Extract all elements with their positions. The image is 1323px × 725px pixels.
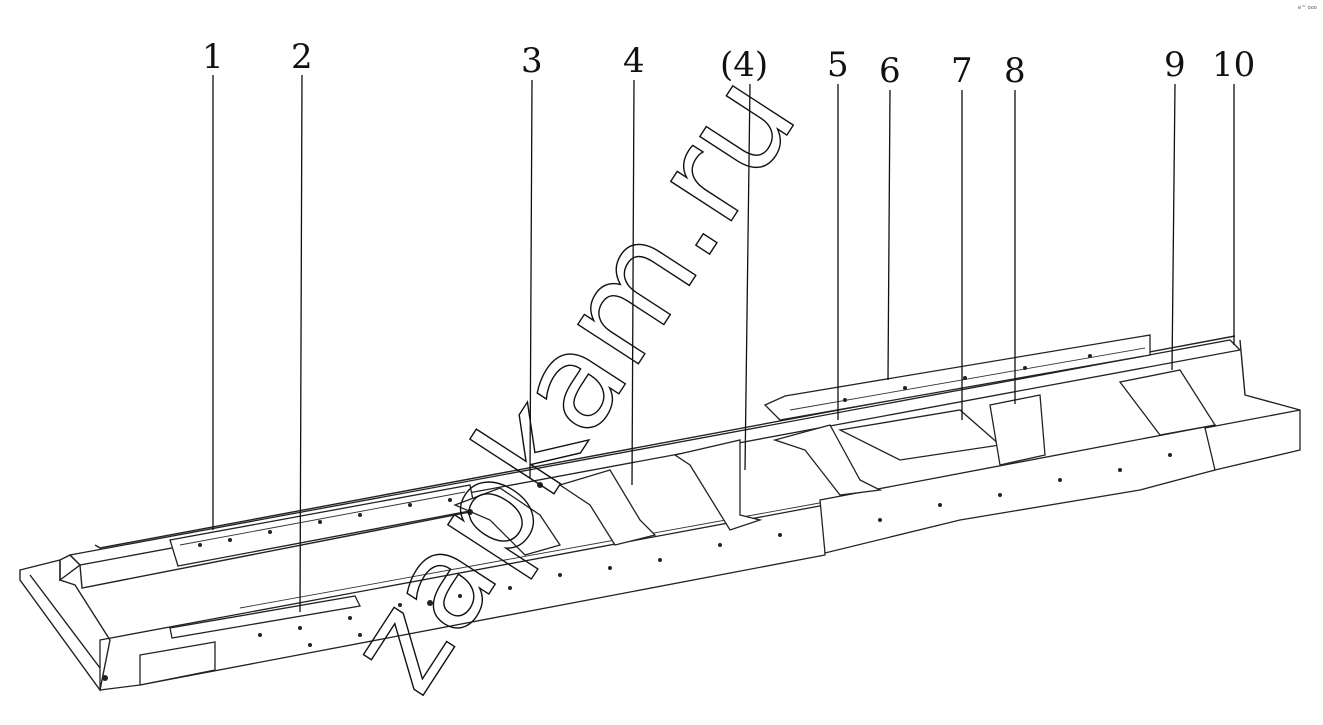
callout-10: 10 <box>1212 45 1255 85</box>
leader-lines <box>212 74 1235 613</box>
corner-mark: e™ ooo <box>1298 5 1317 11</box>
leader-3 <box>529 79 533 479</box>
side-rail-far <box>59 335 1242 589</box>
callout-4-bracketed: (4) <box>720 45 768 85</box>
leader-6 <box>887 89 891 381</box>
rear-reinforcement-plate <box>763 334 1151 421</box>
callout-9: 9 <box>1164 45 1186 85</box>
callout-3: 3 <box>521 41 543 81</box>
callout-5: 5 <box>827 45 849 85</box>
rivet-holes <box>102 354 1172 681</box>
watermark-text: zapkam.ru <box>318 49 827 718</box>
callout-1: 1 <box>202 37 224 77</box>
callout-2: 2 <box>291 37 313 77</box>
leader-2 <box>299 74 303 613</box>
callout-labels: 1 2 3 4 (4) 5 6 7 8 9 10 <box>202 37 1255 91</box>
truck-frame-drawing <box>19 334 1301 692</box>
side-rail-near <box>19 501 826 692</box>
leader-4 <box>631 79 635 486</box>
leader-9 <box>1171 83 1176 371</box>
rear-reinforcement-near <box>819 339 1301 554</box>
cross-members <box>453 369 1217 556</box>
callout-7: 7 <box>951 51 973 91</box>
callout-4: 4 <box>623 41 645 81</box>
callout-8: 8 <box>1004 51 1026 91</box>
leader-4b <box>744 83 751 471</box>
callout-6: 6 <box>879 51 901 91</box>
